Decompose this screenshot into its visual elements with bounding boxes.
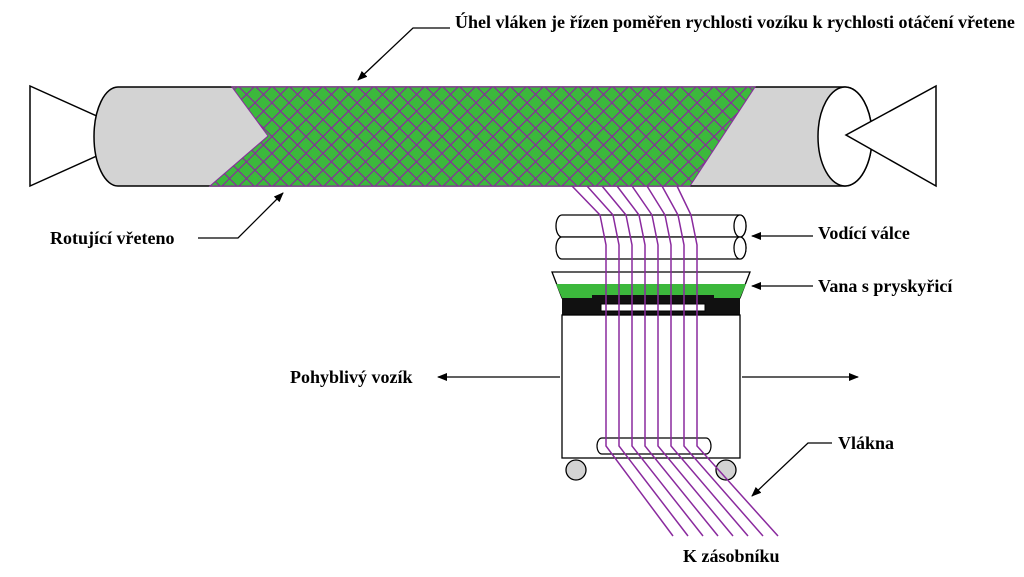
guide-rollers bbox=[555, 214, 747, 260]
fibers-label: Vlákna bbox=[838, 433, 895, 453]
resin-bath bbox=[551, 271, 751, 315]
fibers-leader bbox=[751, 442, 832, 497]
rotating-mandrel-label: Rotující vřeteno bbox=[50, 228, 175, 248]
fiber-strands bbox=[571, 185, 779, 537]
moving-carriage-label: Pohyblivý vozík bbox=[290, 367, 413, 387]
guide-rollers-label: Vodící válce bbox=[818, 223, 910, 243]
to-supply-label: K zásobníku bbox=[683, 546, 780, 566]
resin-bath-label: Vana s pryskyřicí bbox=[818, 276, 953, 296]
angle-leader bbox=[357, 27, 450, 81]
leader-lines bbox=[198, 27, 859, 497]
right-tailstock bbox=[844, 84, 937, 188]
mandrel-leader bbox=[198, 192, 284, 239]
fiber-angle-label: Úhel vláken je řízen poměřen rychlosti v… bbox=[455, 12, 1015, 32]
moving-carriage bbox=[561, 314, 741, 481]
